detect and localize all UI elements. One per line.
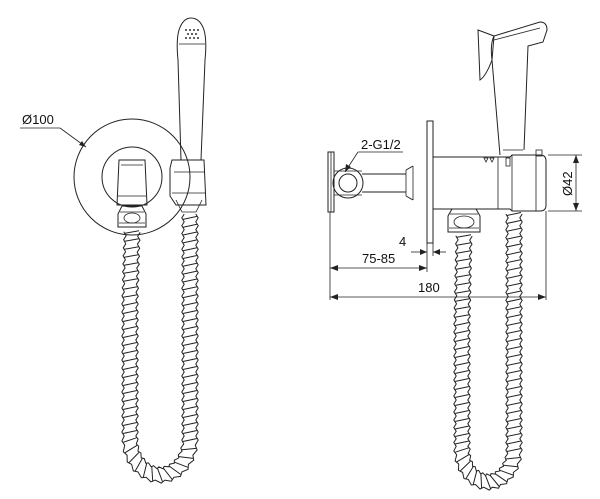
dim-wall-range: 75-85 [362,251,395,266]
hose-nut-front [117,205,147,228]
flexible-hoses [121,212,523,491]
hose-front [121,213,199,484]
hand-shower-front [176,17,207,161]
dim-plate-diameter: Ø100 [22,112,54,127]
side-view: 2-G1/2 Ø42 4 75-85 180 [327,21,582,300]
hose-nut-side [447,208,481,233]
dim-thread: 2-G1/2 [361,137,401,152]
inlet-connector-outer [332,167,364,199]
hand-shower-side [490,21,548,156]
lever-handle [116,159,148,206]
mixer-body-side [432,154,547,212]
dim-body-diameter: Ø42 [560,171,575,196]
shower-holder [169,159,207,206]
hose-side [453,212,523,491]
wall-plate-circle [73,118,191,236]
front-view: Ø100 [20,17,207,236]
mixer-body-circle [101,146,163,208]
dim-plate-thickness: 4 [399,234,406,249]
dim-total-length: 180 [418,280,440,295]
inlet-connector-inner [338,173,358,193]
spray-holes [185,29,199,39]
wall-plate-side [426,120,434,244]
